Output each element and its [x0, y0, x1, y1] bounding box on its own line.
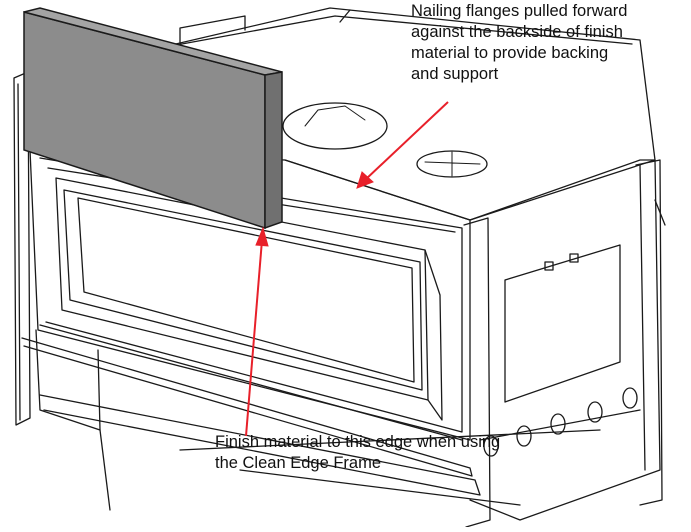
- finish-material-panel: [23, 7, 283, 230]
- callout-line: material to provide backing: [411, 44, 609, 62]
- callout-line: Finish material to this edge when using: [215, 433, 501, 451]
- finish-edge-arrowhead: [255, 226, 269, 247]
- air-intake-opening: [416, 150, 488, 178]
- flue-collar-opening: [282, 102, 388, 150]
- finish-edge-arrow: [245, 239, 263, 437]
- nailing-flanges-callout: Nailing flanges pulled forward against t…: [411, 1, 683, 85]
- finish-material-callout: Finish material to this edge when using …: [215, 432, 515, 474]
- callout-line: against the backside of finish: [411, 23, 623, 41]
- right-standoff: [463, 159, 663, 528]
- callout-line: and support: [411, 65, 499, 83]
- base-frame: [21, 329, 601, 511]
- callout-line: the Clean Edge Frame: [215, 454, 382, 472]
- nailing-flange-arrowhead: [356, 171, 374, 189]
- callout-line: Nailing flanges pulled forward: [411, 2, 628, 20]
- right-side-panel: [469, 159, 666, 521]
- nailing-flange-arrow: [364, 101, 449, 181]
- callout-arrows: [245, 101, 449, 437]
